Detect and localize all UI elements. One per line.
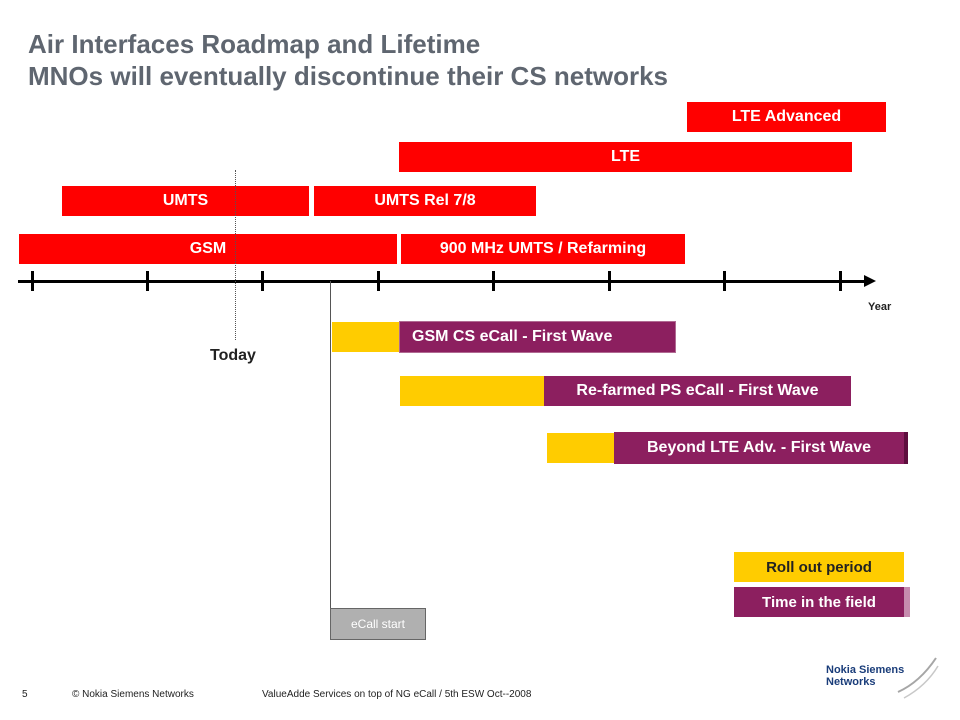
bar-gsm-label: GSM xyxy=(189,240,227,257)
wave2-label: Re-farmed PS eCall - First Wave xyxy=(576,382,819,399)
bar-lte-advanced: LTE Advanced xyxy=(687,102,886,132)
year-label: Year xyxy=(868,301,892,313)
timeline-tick xyxy=(492,271,495,291)
timeline-tick xyxy=(608,271,611,291)
wave3-rollout-bar xyxy=(547,433,615,463)
bar-umts-rel: UMTS Rel 7/8 xyxy=(314,186,536,216)
slide-title: Air Interfaces Roadmap and Lifetime MNOs… xyxy=(28,28,668,92)
bar-umts-refarming-label: 900 MHz UMTS / Refarming xyxy=(439,240,647,257)
bar-lte: LTE xyxy=(399,142,852,172)
wave2-field-bar: Re-farmed PS eCall - First Wave xyxy=(544,376,851,406)
company-logo: Nokia Siemens Networks xyxy=(820,652,940,712)
timeline-tick xyxy=(31,271,34,291)
timeline-tick xyxy=(377,271,380,291)
legend-field-label: Time in the field xyxy=(762,593,876,611)
timeline-tick xyxy=(146,271,149,291)
bar-gsm: GSM xyxy=(19,234,397,264)
wave3-field-bar: Beyond LTE Adv. - First Wave xyxy=(614,432,908,464)
wave1-rollout-bar xyxy=(332,322,399,352)
timeline-axis xyxy=(18,280,870,283)
wave1-field-bar: GSM CS eCall - First Wave xyxy=(399,321,676,353)
timeline-tick xyxy=(261,271,264,291)
logo-text: Nokia Siemens Networks xyxy=(826,664,904,688)
logo-line-1: Nokia Siemens xyxy=(826,664,905,676)
bar-umts-rel-label: UMTS Rel 7/8 xyxy=(374,192,476,209)
timeline-arrow-icon xyxy=(864,275,876,287)
ecall-start-label: eCall start xyxy=(350,617,406,631)
footer-page-number: 5 xyxy=(22,689,28,700)
ecall-start-line xyxy=(330,281,331,609)
legend-rollout-label: Roll out period xyxy=(766,558,872,576)
bar-lte-advanced-label: LTE Advanced xyxy=(731,108,842,125)
footer-document: ValueAdde Services on top of NG eCall / … xyxy=(262,689,532,700)
bar-umts-label: UMTS xyxy=(162,192,209,209)
title-line-2: MNOs will eventually discontinue their C… xyxy=(28,61,669,91)
logo-swoosh-icon xyxy=(897,657,939,699)
timeline-tick xyxy=(839,271,842,291)
wave1-label: GSM CS eCall - First Wave xyxy=(412,328,613,345)
title-line-1: Air Interfaces Roadmap and Lifetime xyxy=(28,29,481,59)
bar-lte-label: LTE xyxy=(610,148,641,165)
today-marker-line xyxy=(235,170,236,340)
wave2-rollout-bar xyxy=(400,376,545,406)
bar-umts: UMTS xyxy=(62,186,309,216)
today-label: Today xyxy=(210,347,256,364)
logo-line-2: Networks xyxy=(826,676,876,688)
legend-field: Time in the field xyxy=(734,587,910,617)
timeline-tick xyxy=(723,271,726,291)
wave3-label: Beyond LTE Adv. - First Wave xyxy=(646,439,872,456)
ecall-start-box: eCall start xyxy=(330,608,426,640)
legend-rollout: Roll out period xyxy=(734,552,904,582)
bar-umts-refarming: 900 MHz UMTS / Refarming xyxy=(401,234,685,264)
footer-copyright: © Nokia Siemens Networks xyxy=(72,689,194,700)
